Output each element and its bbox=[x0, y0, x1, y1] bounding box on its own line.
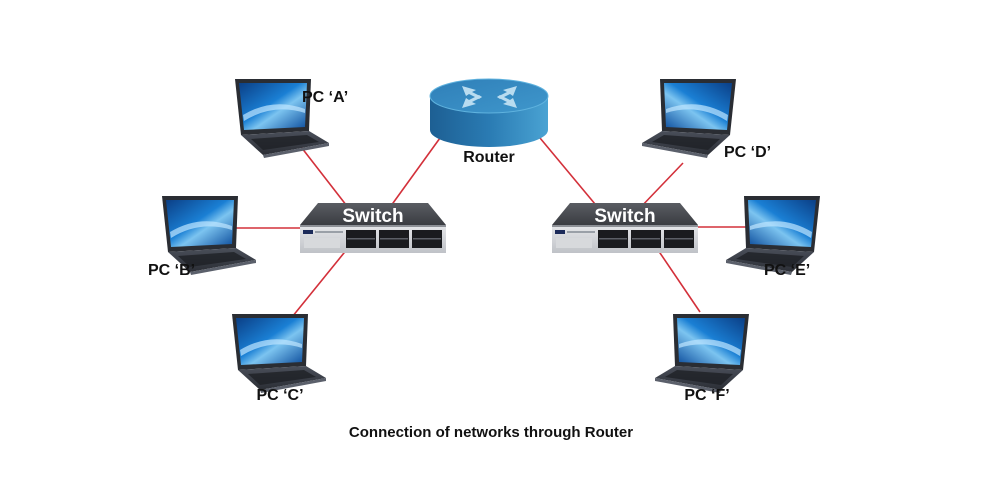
pc-f-node: PC ‘F’ bbox=[655, 314, 749, 404]
pc-b-node: PC ‘B’ bbox=[148, 196, 256, 279]
switch-right-node: Switch bbox=[552, 203, 698, 253]
pc-e-label: PC ‘E’ bbox=[764, 262, 810, 279]
pc-a-label: PC ‘A’ bbox=[302, 89, 348, 106]
pc-b-label: PC ‘B’ bbox=[148, 262, 195, 279]
link-switch-left-pc-c bbox=[287, 247, 349, 323]
link-router-switch-left bbox=[387, 137, 441, 211]
pc-d-node: PC ‘D’ bbox=[642, 79, 771, 161]
link-switch-left-pc-a bbox=[297, 142, 351, 211]
laptop-icon bbox=[642, 79, 736, 158]
pc-a-node: PC ‘A’ bbox=[235, 79, 348, 158]
diagram-caption: Connection of networks through Router bbox=[349, 424, 633, 441]
pc-c-label: PC ‘C’ bbox=[256, 387, 303, 404]
router-icon bbox=[429, 78, 549, 147]
switch-left-node: Switch bbox=[300, 203, 446, 253]
pc-e-node: PC ‘E’ bbox=[726, 196, 820, 279]
laptop-icon bbox=[232, 314, 326, 393]
pc-d-label: PC ‘D’ bbox=[724, 144, 771, 161]
laptop-icon bbox=[655, 314, 749, 393]
link-router-switch-right bbox=[539, 137, 601, 211]
pc-f-label: PC ‘F’ bbox=[684, 387, 729, 404]
router-label: Router bbox=[463, 149, 515, 166]
link-switch-right-pc-d bbox=[637, 162, 684, 211]
switch-right-label: Switch bbox=[594, 206, 655, 227]
link-switch-right-pc-f bbox=[657, 249, 701, 313]
switch-left-label: Switch bbox=[342, 206, 403, 227]
pc-c-node: PC ‘C’ bbox=[232, 314, 326, 404]
router-node: Router bbox=[429, 78, 549, 166]
